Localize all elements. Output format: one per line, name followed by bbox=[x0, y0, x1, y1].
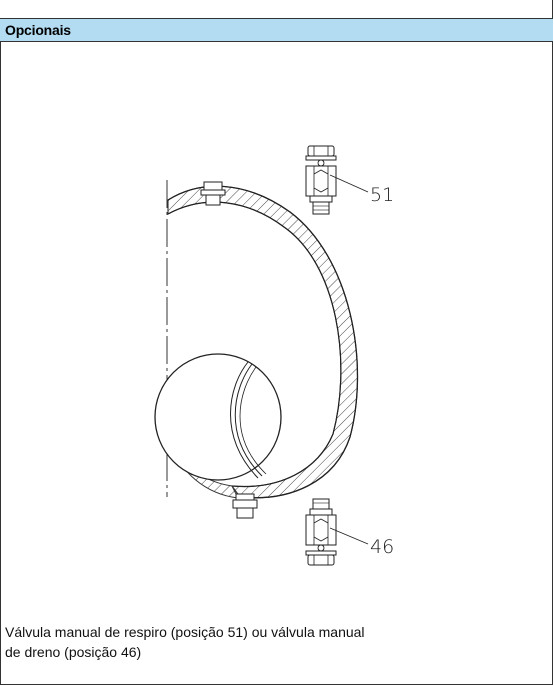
bottom-plug bbox=[232, 493, 258, 519]
vent-valve-51 bbox=[305, 145, 369, 215]
leader-line-46 bbox=[329, 527, 369, 545]
caption-line-2: de dreno (posição 46) bbox=[5, 644, 142, 660]
caption-line-1: Válvula manual de respiro (posição 51) o… bbox=[5, 624, 365, 640]
section-body bbox=[0, 42, 553, 685]
leader-line-51 bbox=[329, 174, 369, 193]
top-plug bbox=[200, 181, 226, 206]
technical-drawing: 51 46 bbox=[154, 145, 394, 566]
section-header: Opcionais bbox=[0, 18, 553, 42]
callout-51: 51 bbox=[370, 184, 394, 206]
impeller-sphere bbox=[154, 353, 282, 481]
callout-46: 46 bbox=[370, 536, 394, 558]
drain-valve-46 bbox=[305, 498, 369, 566]
section-title: Opcionais bbox=[5, 22, 71, 38]
caption: Válvula manual de respiro (posição 51) o… bbox=[5, 622, 525, 662]
